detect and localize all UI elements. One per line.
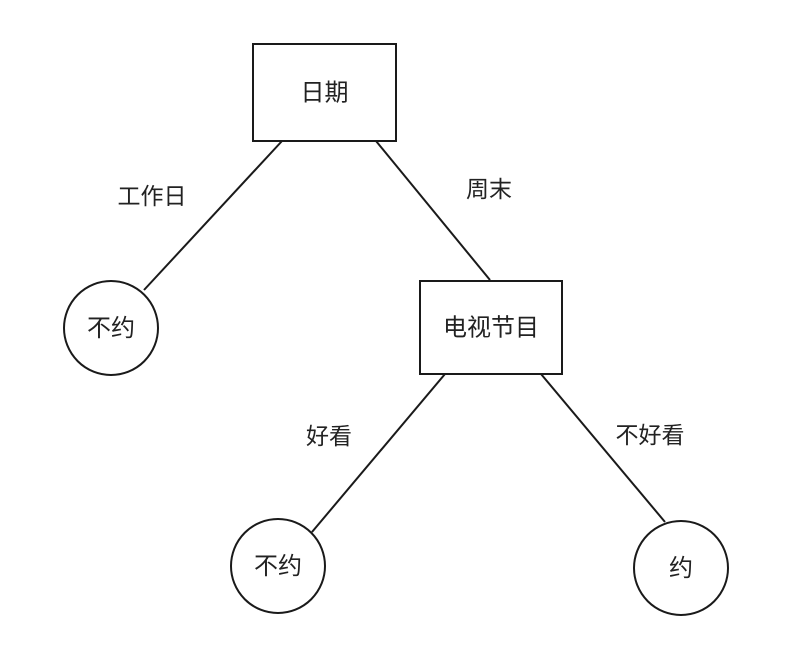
leaf-good-show-circle bbox=[230, 518, 326, 614]
leaf-not-good-show-circle bbox=[633, 520, 729, 616]
root-node: 日期 bbox=[252, 43, 397, 142]
tv-program-node-box bbox=[419, 280, 563, 375]
edge-tv-to-not-good-leaf bbox=[540, 373, 666, 523]
edge-label-not-good: 不好看 bbox=[616, 423, 685, 449]
edge-root-to-weekday-leaf bbox=[143, 140, 283, 291]
leaf-not-good-show: 约 bbox=[633, 520, 729, 616]
leaf-weekday-label: 不约 bbox=[87, 314, 135, 342]
leaf-not-good-show-label: 约 bbox=[669, 554, 693, 582]
root-node-box bbox=[252, 43, 397, 142]
tv-program-node-label: 电视节目 bbox=[443, 314, 539, 342]
edge-label-weekday: 工作日 bbox=[118, 184, 187, 210]
leaf-good-show-label: 不约 bbox=[254, 552, 302, 580]
leaf-weekday: 不约 bbox=[63, 280, 159, 376]
tv-program-node: 电视节目 bbox=[419, 280, 563, 375]
edge-tv-to-good-leaf bbox=[311, 373, 446, 533]
edge-root-to-tv-node bbox=[375, 140, 491, 281]
leaf-weekday-circle bbox=[63, 280, 159, 376]
root-node-label: 日期 bbox=[301, 79, 349, 107]
edge-label-good: 好看 bbox=[306, 424, 352, 450]
leaf-good-show: 不约 bbox=[230, 518, 326, 614]
edge-label-weekend: 周末 bbox=[466, 177, 512, 203]
